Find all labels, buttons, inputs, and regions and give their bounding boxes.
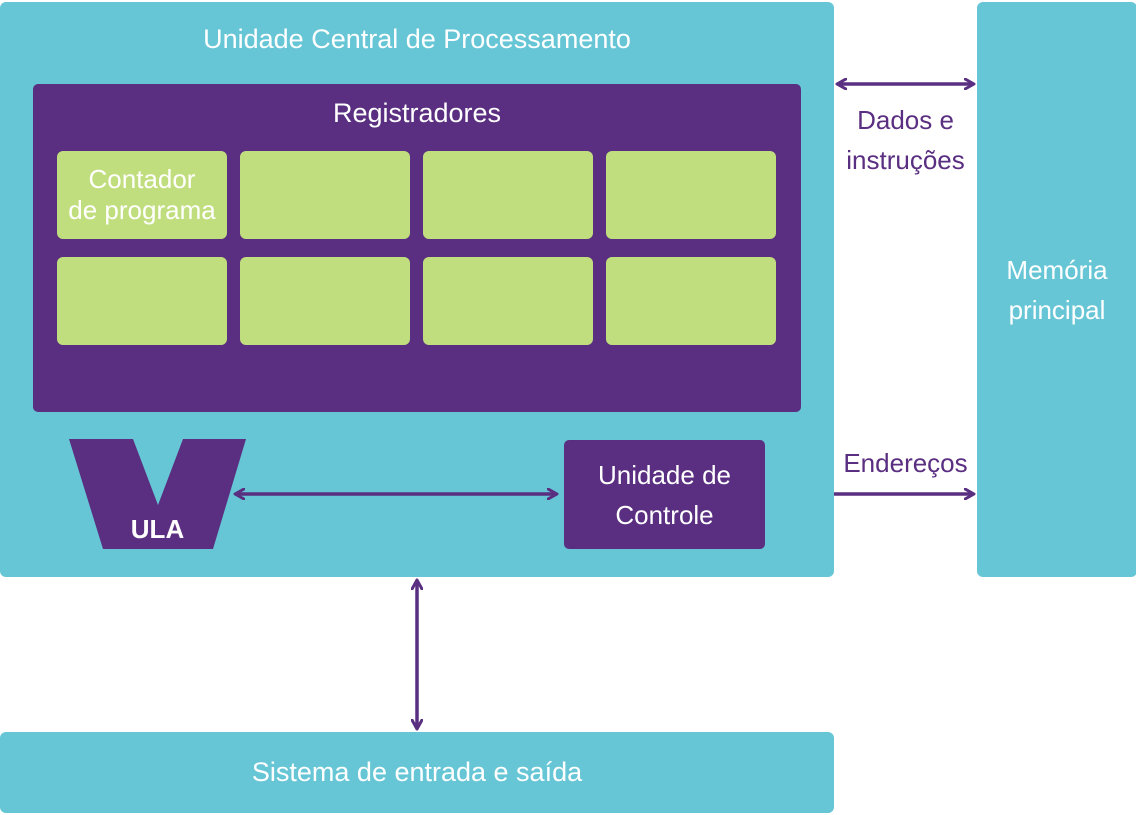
io-system-label: Sistema de entrada e saída bbox=[251, 757, 583, 787]
registers-title: Registradores bbox=[332, 98, 502, 128]
main-memory-block: Memória principal bbox=[977, 2, 1136, 577]
register-cell bbox=[606, 151, 776, 239]
register-cell bbox=[240, 151, 410, 239]
control-unit-block: Unidade de Controle bbox=[564, 440, 765, 549]
addresses-label: Endereços bbox=[843, 448, 968, 478]
registers-block: Registradores Contador de programa bbox=[33, 84, 801, 412]
cpu-title: Unidade Central de Processamento bbox=[203, 24, 631, 54]
register-program-counter: Contador de programa bbox=[57, 151, 227, 239]
register-cell bbox=[240, 257, 410, 345]
register-cell bbox=[606, 257, 776, 345]
register-cell bbox=[423, 151, 593, 239]
io-system-block: Sistema de entrada e saída bbox=[0, 732, 834, 813]
register-cell bbox=[57, 257, 227, 345]
register-cell bbox=[423, 257, 593, 345]
main-memory-label: Memória principal bbox=[1006, 254, 1108, 325]
data-instructions-label: Dados e instruções bbox=[846, 105, 965, 175]
alu-label: ULA bbox=[130, 514, 185, 544]
control-unit-label: Unidade de Controle bbox=[598, 459, 731, 530]
register-label: Contador de programa bbox=[68, 164, 216, 225]
